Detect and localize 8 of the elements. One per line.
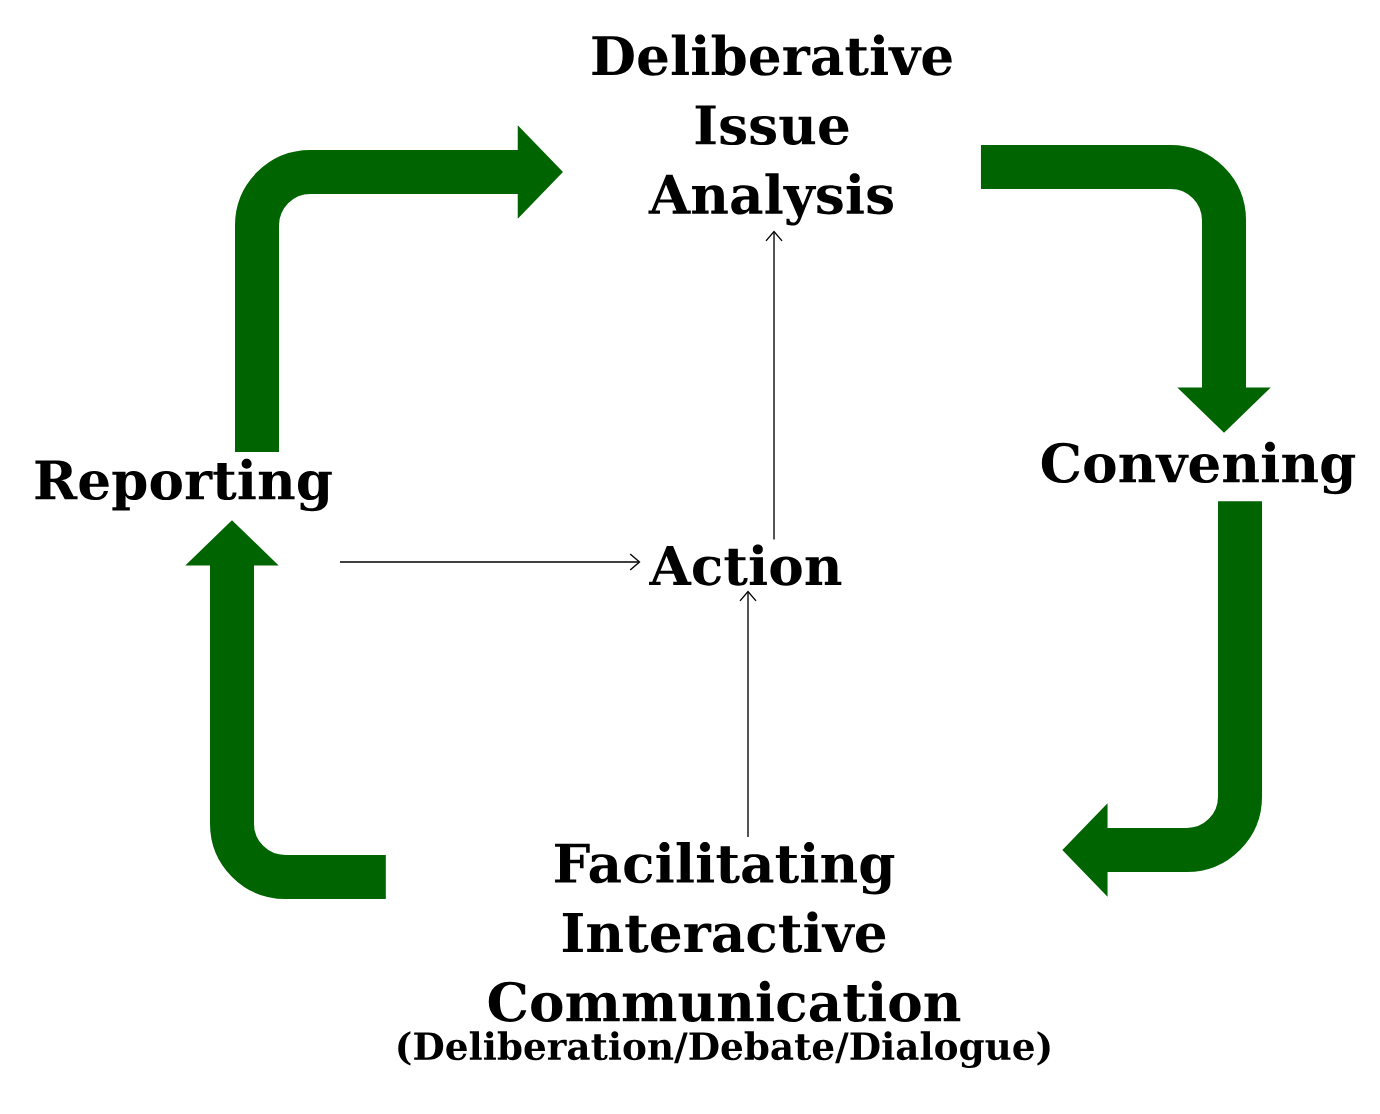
heading-text: Convening bbox=[1041, 441, 1356, 495]
heading-text: Facilitating Interactive Communication (Deliberation/Debate/Dialogue) bbox=[398, 842, 1050, 1068]
arrow bbox=[339, 553, 641, 571]
heading-text: Deliberative Issue Analysis bbox=[592, 34, 952, 226]
arrow bbox=[765, 230, 783, 541]
arrow bbox=[739, 590, 757, 838]
heading-text: Action bbox=[649, 544, 842, 586]
heading-text: Reporting bbox=[35, 458, 332, 512]
